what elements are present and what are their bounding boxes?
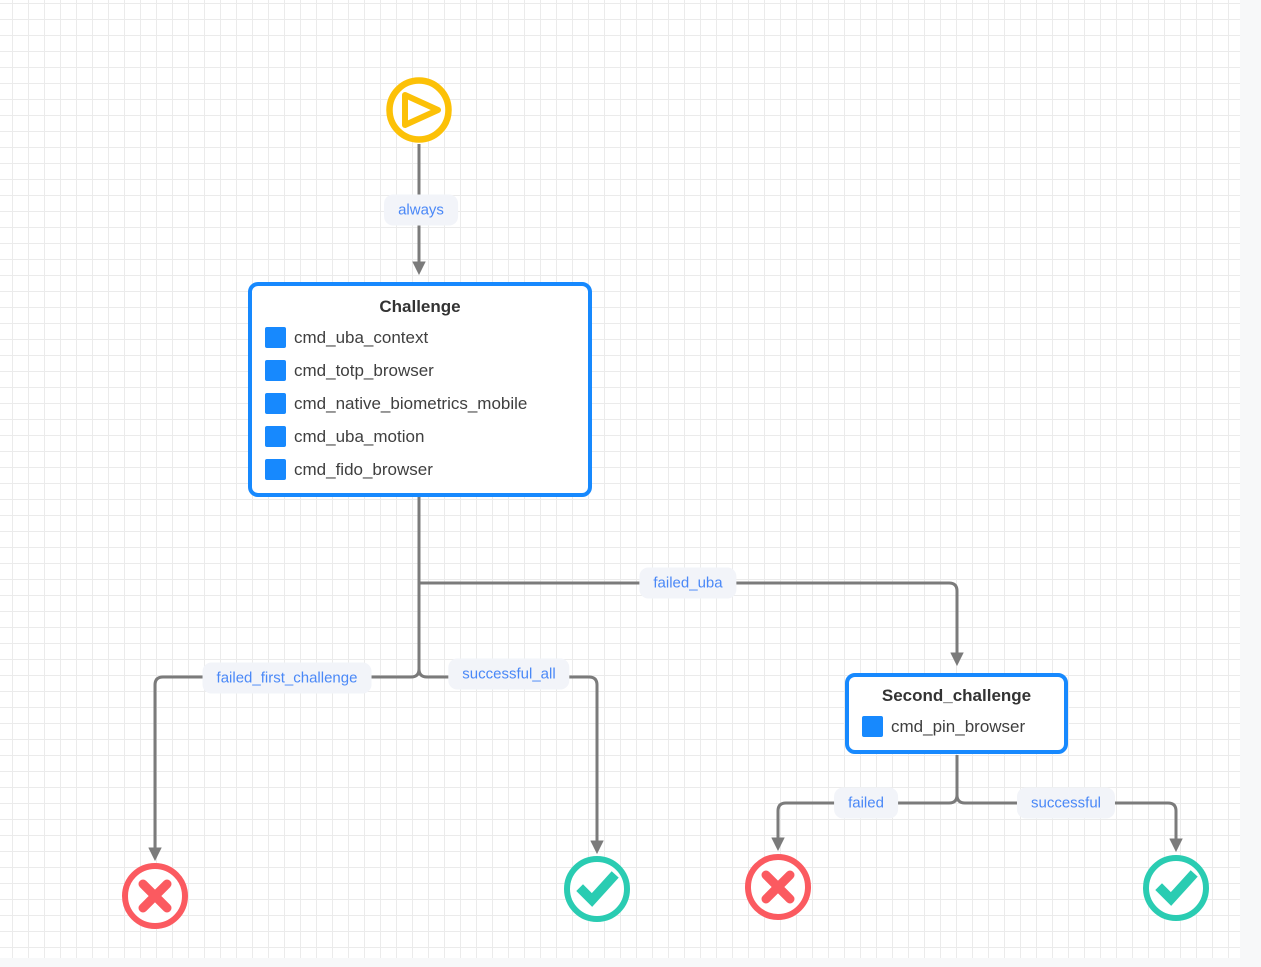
command-square-icon [265, 426, 286, 448]
command-square-icon [265, 393, 286, 415]
node-title: Second_challenge [881, 686, 1032, 705]
command-label: cmd_uba_context [294, 327, 429, 347]
edge-label-failed[interactable]: failed [834, 787, 898, 819]
reject-node-first[interactable] [117, 858, 193, 934]
command-list: cmd_pin_browser [849, 710, 1064, 743]
command-row: cmd_uba_motion [252, 420, 588, 453]
check-icon [1143, 855, 1209, 921]
command-label: cmd_pin_browser [891, 716, 1026, 736]
command-row: cmd_totp_browser [252, 354, 588, 387]
command-row: cmd_pin_browser [849, 710, 1064, 743]
command-square-icon [265, 459, 286, 481]
edge-label-successful[interactable]: successful [1016, 787, 1116, 819]
command-row: cmd_uba_context [252, 321, 588, 354]
command-square-icon [862, 716, 883, 738]
command-square-icon [265, 360, 286, 382]
command-list: cmd_uba_context cmd_totp_browser cmd_nat… [252, 321, 588, 486]
check-icon [564, 856, 630, 922]
command-row: cmd_fido_browser [252, 453, 588, 486]
success-node-first[interactable] [559, 851, 635, 927]
x-icon [122, 863, 188, 929]
play-icon [386, 77, 452, 143]
challenge-node[interactable]: Challenge cmd_uba_context cmd_totp_brows… [248, 282, 592, 497]
edge-label-always[interactable]: always [384, 194, 458, 226]
node-title: Challenge [379, 297, 461, 316]
start-node[interactable] [381, 72, 457, 148]
command-label: cmd_uba_motion [294, 426, 425, 446]
flow-canvas[interactable] [0, 0, 1240, 958]
command-row: cmd_native_biometrics_mobile [252, 387, 588, 420]
success-node-second[interactable] [1138, 850, 1214, 926]
edge-label-failed-uba[interactable]: failed_uba [639, 567, 737, 599]
command-label: cmd_totp_browser [294, 360, 434, 380]
second-challenge-node[interactable]: Second_challenge cmd_pin_browser [845, 673, 1068, 754]
command-label: cmd_native_biometrics_mobile [294, 393, 528, 413]
edge-successful-all[interactable] [417, 668, 604, 855]
edge-label-successful-all[interactable]: successful_all [448, 658, 570, 690]
edge-label-failed-first-challenge[interactable]: failed_first_challenge [202, 662, 372, 694]
command-square-icon [265, 327, 286, 349]
reject-node-second[interactable] [740, 849, 816, 925]
edge-failed-uba[interactable] [420, 581, 964, 667]
x-icon [745, 854, 811, 920]
command-label: cmd_fido_browser [294, 459, 433, 479]
